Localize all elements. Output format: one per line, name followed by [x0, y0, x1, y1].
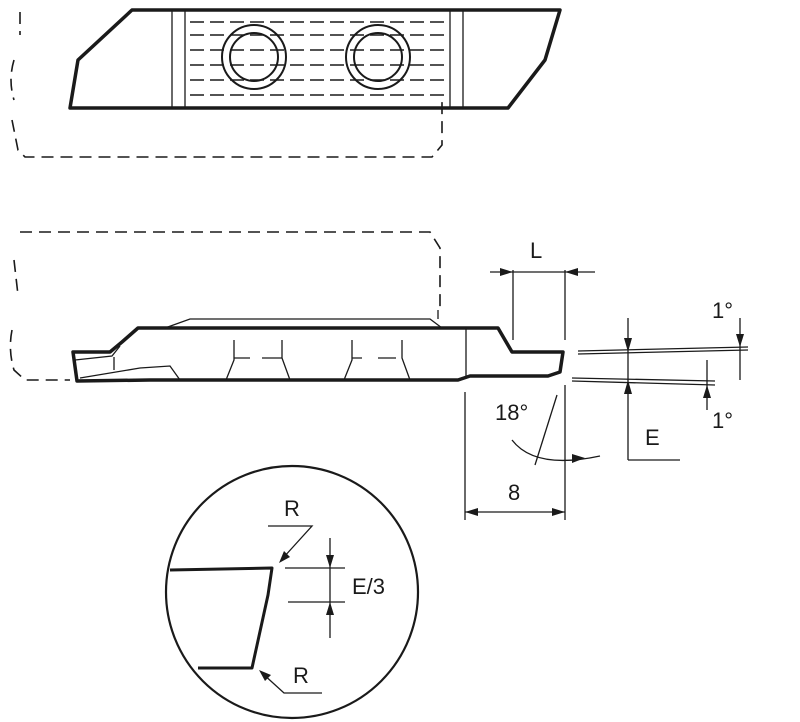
- label-R-top: R: [284, 496, 300, 521]
- label-E: E: [645, 425, 660, 450]
- label-angle-bottom: 1°: [712, 408, 733, 433]
- side-view: [9, 231, 565, 383]
- label-width-8: 8: [508, 480, 520, 505]
- label-angle-top: 1°: [712, 298, 733, 323]
- label-R-bottom: R: [293, 663, 309, 688]
- label-angle-18: 18°: [495, 400, 528, 425]
- label-E-third: E/3: [352, 574, 385, 599]
- detail-view: E/3 R R: [164, 464, 420, 720]
- dimensions: L E 1° 1° 8 18°: [464, 238, 749, 520]
- top-view: [10, 8, 562, 158]
- label-L: L: [530, 238, 542, 263]
